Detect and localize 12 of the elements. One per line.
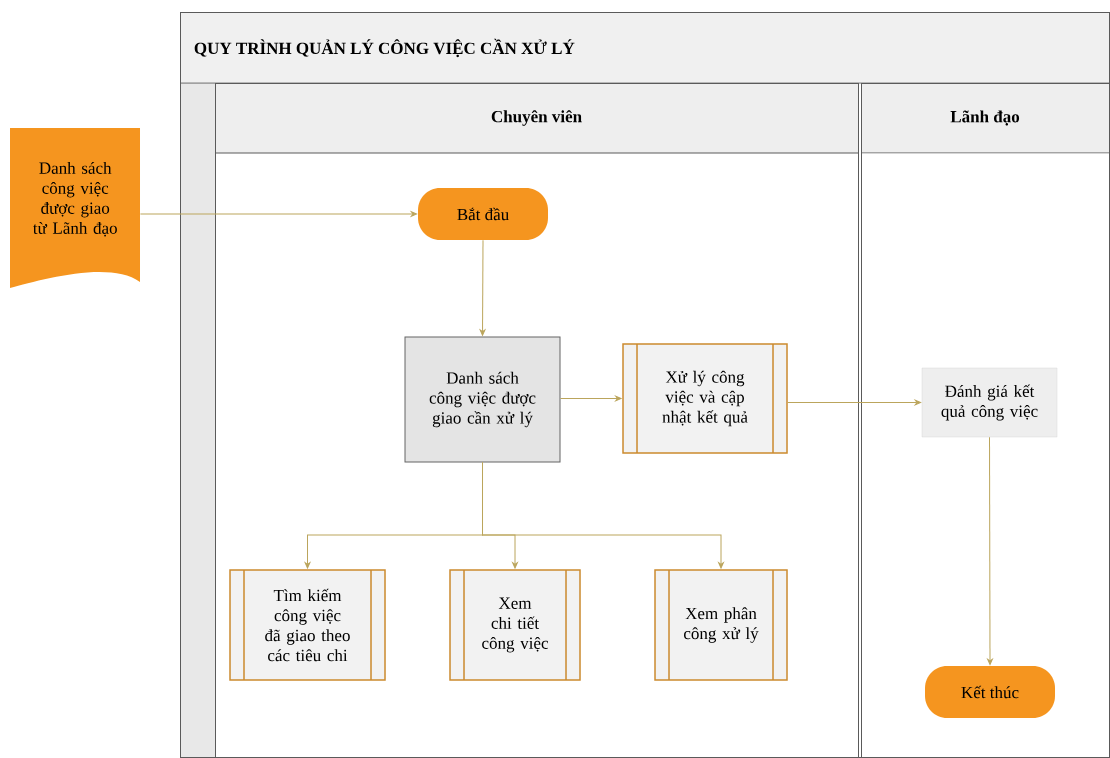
- arrow: [482, 462, 724, 569]
- process-box: Danh sách công việc được giao cần xử lý: [404, 336, 561, 463]
- arrow: [560, 395, 622, 402]
- arrow: [987, 436, 993, 666]
- process-box: Đánh giá kết quả công việc: [921, 367, 1058, 438]
- arrow: [139, 211, 418, 217]
- subprocess-box: Xem chi tiết công việc: [449, 569, 581, 681]
- arrow: [479, 239, 486, 336]
- subprocess-box: Xem phân công xử lý: [654, 569, 788, 681]
- arrow: [787, 399, 922, 406]
- subprocess-box: Tìm kiếm công việc đã giao theo các tiêu chi: [229, 569, 386, 681]
- subprocess-box: Xử lý công việc và cập nhật kết quả: [622, 343, 788, 454]
